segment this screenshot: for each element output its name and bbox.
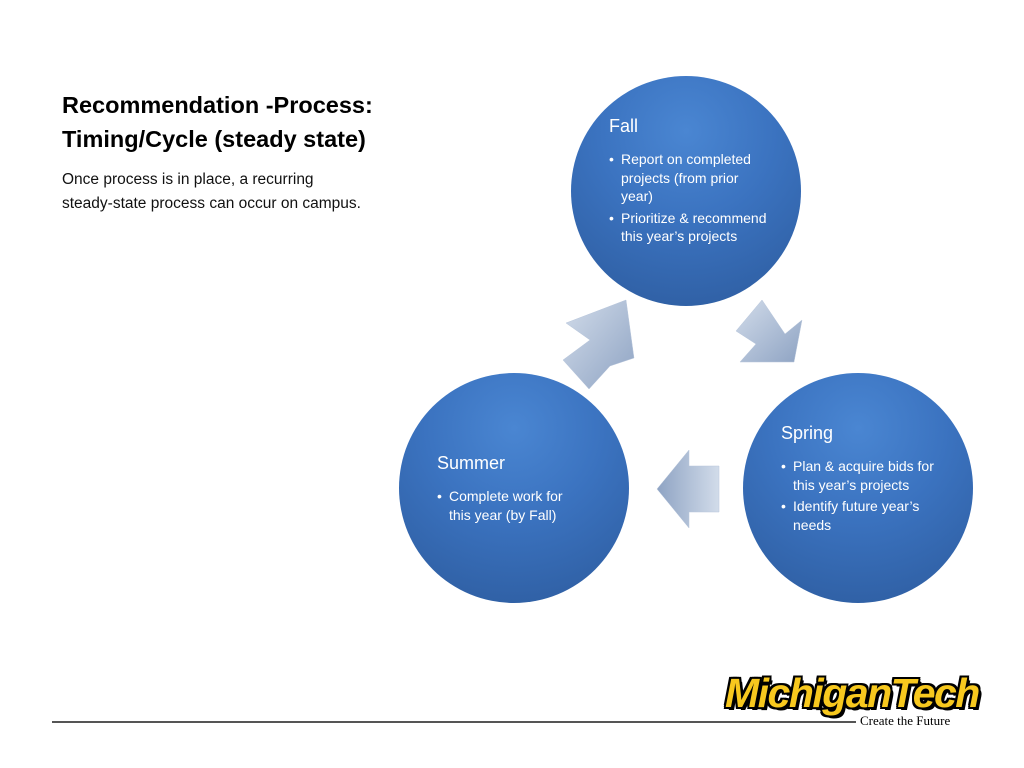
arrow-spring-to-summer — [656, 449, 720, 529]
michigan-tech-logo: MichiganTech Create the Future — [725, 668, 990, 736]
spring-bullet-list: Plan & acquire bids for this year’s proj… — [781, 457, 941, 537]
spring-title: Spring — [781, 423, 834, 443]
summer-title: Summer — [437, 453, 506, 473]
summer-bullet-list: Complete work for this year (by Fall) — [437, 487, 587, 527]
slide-title-line-1: Recommendation -Process: — [62, 92, 373, 118]
spring-bullet: Identify future year’s needs — [781, 497, 941, 534]
logo-wordmark: MichiganTech — [725, 670, 980, 716]
fall-bullet: Prioritize & recommend this year’s proje… — [609, 209, 769, 246]
arrow-summer-to-fall — [562, 299, 635, 390]
fall-circle: Fall Report on completed projects (from … — [571, 76, 801, 306]
logo-tagline: Create the Future — [860, 713, 951, 728]
slide-body-text: Once process is in place, a recurring st… — [62, 171, 361, 212]
slide-title: Recommendation -Process: Timing/Cycle (s… — [62, 88, 422, 156]
summer-bullet: Complete work for this year (by Fall) — [437, 487, 587, 524]
fall-bullet-list: Report on completed projects (from prior… — [609, 150, 769, 249]
summer-circle: Summer Complete work for this year (by F… — [399, 373, 629, 603]
fall-bullet: Report on completed projects (from prior… — [609, 150, 769, 206]
spring-bullet: Plan & acquire bids for this year’s proj… — [781, 457, 941, 494]
footer-divider — [52, 721, 856, 723]
fall-title: Fall — [609, 116, 639, 136]
arrow-fall-to-spring — [735, 299, 803, 363]
slide-title-line-2: Timing/Cycle (steady state) — [62, 126, 366, 152]
spring-circle: Spring Plan & acquire bids for this year… — [743, 373, 973, 603]
